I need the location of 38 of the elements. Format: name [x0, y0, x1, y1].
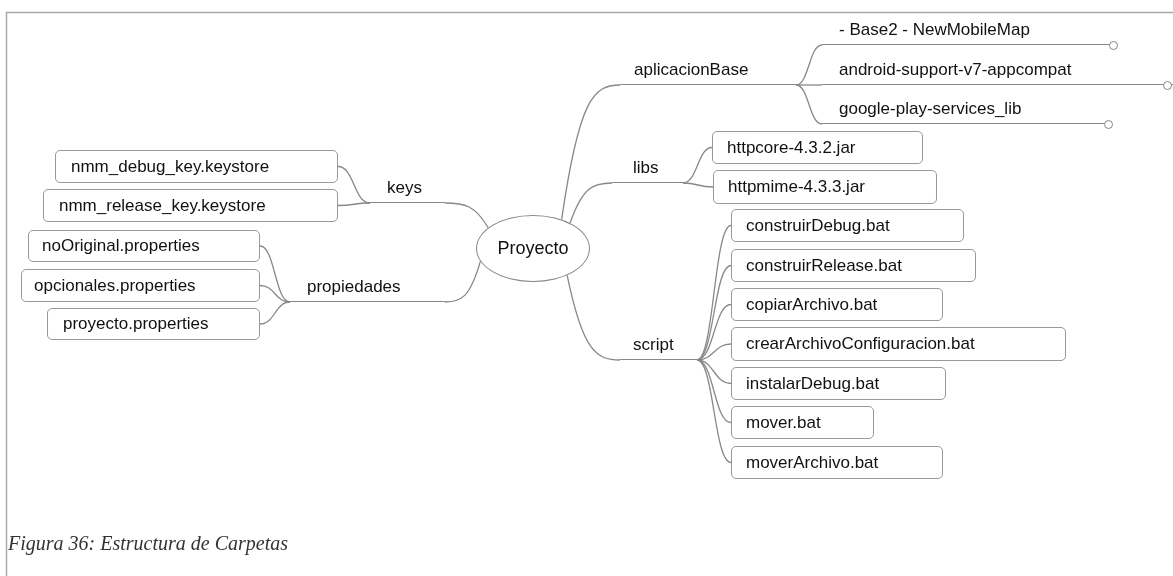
file-box: opcionales.properties	[21, 269, 260, 302]
branch-line	[682, 146, 713, 184]
file-box: nmm_debug_key.keystore	[55, 150, 338, 183]
folder-label: google-play-services_lib	[822, 97, 1108, 124]
file-box: moverArchivo.bat	[731, 446, 943, 479]
branch-line	[259, 284, 291, 303]
branch-line	[566, 274, 621, 361]
folder-label: libs	[612, 157, 683, 183]
branch-line	[696, 359, 732, 385]
branch-line	[337, 202, 371, 207]
file-box: construirRelease.bat	[731, 249, 976, 282]
root-ellipse: Proyecto	[476, 215, 590, 282]
file-box: copiarArchivo.bat	[731, 288, 943, 321]
branch-line	[561, 84, 621, 221]
file-box: httpmime-4.3.3.jar	[713, 170, 937, 204]
file-box: httpcore-4.3.2.jar	[712, 131, 923, 164]
folder-label: script	[620, 334, 697, 360]
branch-line	[696, 264, 732, 361]
figure-caption: Figura 36: Estructura de Carpetas	[8, 532, 288, 555]
file-box: crearArchivoConfiguracion.bat	[731, 327, 1066, 361]
folder-label: keys	[370, 178, 445, 203]
branch-line	[259, 301, 291, 325]
branch-line	[696, 359, 732, 464]
file-box: noOriginal.properties	[28, 230, 260, 262]
file-box: nmm_release_key.keystore	[43, 189, 338, 222]
folder-label: aplicacionBase	[620, 58, 796, 85]
file-box: mover.bat	[731, 406, 874, 439]
folder-label: - Base2 - NewMobileMap	[822, 18, 1113, 45]
branch-line	[569, 182, 613, 224]
file-box: proyecto.properties	[47, 308, 260, 340]
folder-label: android-support-v7-appcompat	[822, 58, 1173, 85]
branch-line	[682, 182, 714, 188]
folder-label: propiedades	[290, 276, 445, 302]
branch-line	[444, 260, 482, 303]
branch-line	[444, 202, 489, 229]
file-box: construirDebug.bat	[731, 209, 964, 242]
file-box: instalarDebug.bat	[731, 367, 946, 400]
branch-line	[795, 84, 823, 86]
